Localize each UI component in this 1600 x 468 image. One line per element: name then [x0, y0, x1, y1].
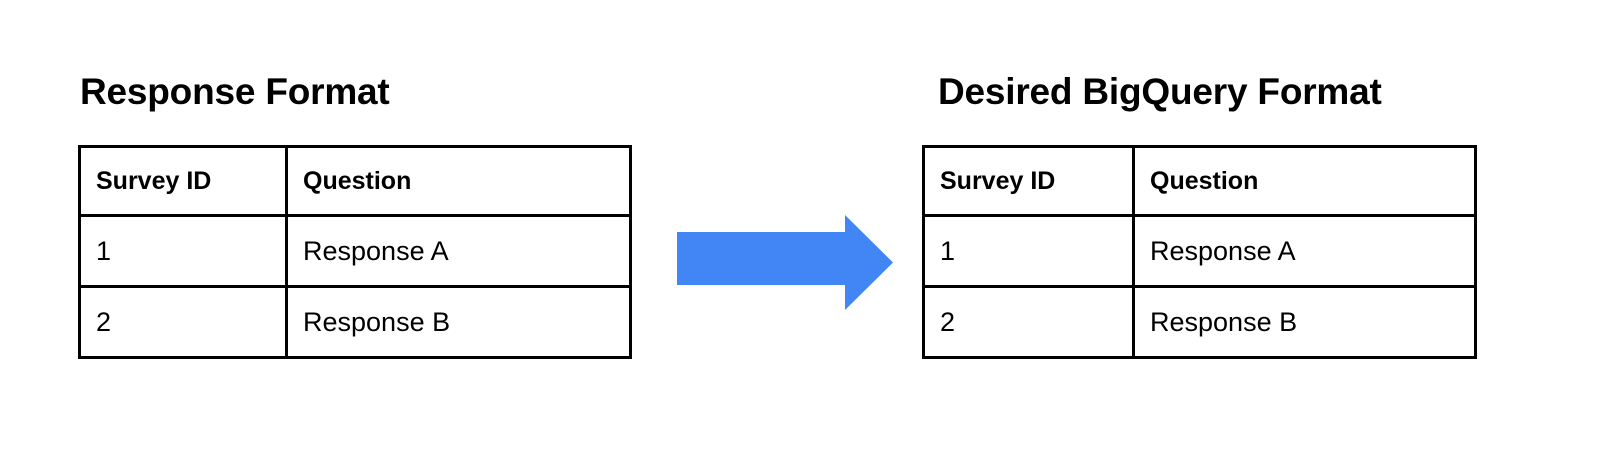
cell-question: Response A: [1132, 214, 1477, 288]
cell-question: Response A: [285, 214, 632, 288]
right-arrow-icon: [672, 210, 898, 315]
cell-survey-id: 2: [922, 285, 1135, 359]
source-format-table: Survey ID Question 1 Response A 2 Respon…: [78, 145, 632, 359]
column-header-question: Question: [285, 145, 632, 217]
column-header-survey-id: Survey ID: [78, 145, 288, 217]
column-header-question: Question: [1132, 145, 1477, 217]
table-row: 2 Response B: [78, 285, 632, 359]
column-header-survey-id: Survey ID: [922, 145, 1135, 217]
table-header-row: Survey ID Question: [922, 145, 1477, 217]
table-header-row: Survey ID Question: [78, 145, 632, 217]
table-row: 1 Response A: [922, 214, 1477, 288]
cell-question: Response B: [285, 285, 632, 359]
cell-survey-id: 1: [78, 214, 288, 288]
cell-survey-id: 1: [922, 214, 1135, 288]
cell-survey-id: 2: [78, 285, 288, 359]
cell-question: Response B: [1132, 285, 1477, 359]
table-row: 1 Response A: [78, 214, 632, 288]
target-format-title: Desired BigQuery Format: [938, 71, 1382, 112]
source-format-title: Response Format: [80, 71, 390, 112]
target-format-table: Survey ID Question 1 Response A 2 Respon…: [922, 145, 1477, 359]
table-row: 2 Response B: [922, 285, 1477, 359]
